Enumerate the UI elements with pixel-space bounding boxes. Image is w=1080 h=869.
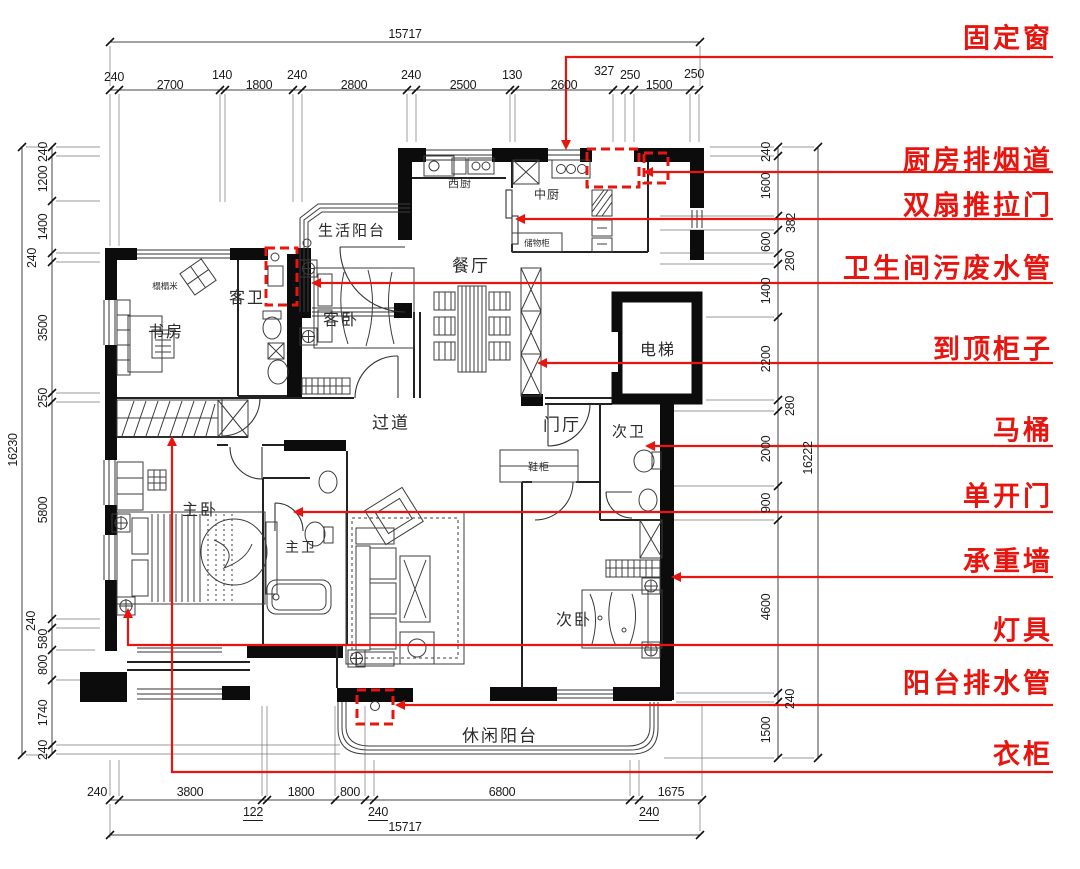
- dim-left-3: 240: [25, 248, 39, 268]
- dim-right-2: 382: [784, 213, 798, 233]
- dim-top-9: 2600: [550, 78, 578, 92]
- annotation-double-sliding-door: 双扇推拉门: [903, 190, 1053, 221]
- dim-left-9: 800: [36, 655, 50, 675]
- dim-top-7: 2500: [449, 78, 477, 92]
- dim-top-8: 130: [502, 68, 522, 82]
- red-dashed-markers: [264, 147, 670, 726]
- room-label-master-bedroom: 主卧: [181, 502, 219, 519]
- dim-left-0: 240: [36, 142, 50, 162]
- annotation-single-door: 单开门: [963, 481, 1053, 512]
- dim-bottom-0: 240: [87, 785, 107, 799]
- furniture: [111, 155, 703, 755]
- dim-bottom-overall: 15717: [388, 820, 422, 834]
- dim-left-overall: 16230: [6, 433, 20, 467]
- dim-right-10: 4600: [759, 593, 773, 621]
- room-label-second-bedroom: 次卧: [555, 612, 593, 629]
- dim-top-overall: 15717: [388, 27, 422, 41]
- windows: [101, 149, 703, 700]
- dim-right-9: 900: [759, 493, 773, 513]
- dim-left-6: 5800: [36, 496, 50, 524]
- room-label-chinese-kitchen: 中厨: [533, 187, 561, 202]
- dim-right-7: 280: [783, 396, 797, 416]
- dim-left-5: 250: [36, 388, 50, 408]
- room-label-second-bath: 次卫: [611, 423, 647, 441]
- red-leader-lines: [126, 55, 1053, 774]
- dim-right-3: 600: [759, 232, 773, 252]
- annotation-light-fixture: 灯具: [993, 615, 1053, 646]
- dim-bottom-3: 1800: [287, 785, 315, 799]
- room-label-entry-hall: 门厅: [543, 415, 581, 435]
- annotation-fixed-window: 固定窗: [963, 23, 1053, 54]
- dim-top-3: 1800: [245, 78, 273, 92]
- dim-bottom-7: 240: [639, 805, 659, 821]
- dim-bottom-6: 6800: [488, 785, 516, 799]
- red-arrowheads: [123, 140, 681, 710]
- dim-top-5: 2800: [340, 78, 368, 92]
- annotation-wardrobe: 衣柜: [993, 739, 1053, 770]
- dimension-lines: [17, 37, 823, 840]
- dim-left-8: 580: [36, 629, 50, 649]
- room-label-shoe-cabinet: 鞋柜: [528, 462, 550, 474]
- annotation-load-bearing-wall: 承重墙: [963, 546, 1053, 577]
- room-label-guest-bedroom: 客卧: [322, 312, 360, 329]
- dim-top-1: 2700: [156, 78, 184, 92]
- room-label-corridor: 过道: [372, 413, 410, 433]
- dim-top-13: 250: [684, 67, 704, 81]
- dim-right-1: 1600: [759, 172, 773, 200]
- exterior-walls: [80, 148, 704, 702]
- dim-top-6: 240: [401, 68, 421, 82]
- dim-left-10: 1740: [36, 699, 50, 727]
- dim-right-6: 2200: [759, 345, 773, 373]
- dim-left-11: 240: [36, 740, 50, 760]
- dim-left-7: 240: [24, 611, 38, 631]
- dim-bottom-5: 240: [368, 805, 388, 821]
- dim-top-10: 327: [594, 64, 614, 78]
- dim-bottom-1: 3800: [176, 785, 204, 799]
- dim-bottom-2: 122: [243, 805, 263, 821]
- room-label-west-kitchen: 西厨: [448, 178, 472, 190]
- dim-bottom-8: 1675: [657, 785, 685, 799]
- room-label-leisure-balcony: 休闲阳台: [462, 726, 538, 746]
- dim-top-12: 1500: [645, 78, 673, 92]
- doors: [221, 189, 633, 532]
- dim-right-11: 240: [783, 689, 797, 709]
- dim-left-1: 1200: [36, 165, 50, 193]
- dim-right-4: 280: [783, 251, 797, 271]
- room-label-master-bath: 主卫: [285, 539, 317, 555]
- annotation-kitchen-exhaust: 厨房排烟道: [903, 145, 1053, 176]
- dim-top-2: 140: [212, 68, 232, 82]
- dim-top-0: 240: [104, 70, 124, 84]
- annotation-bath-waste-pipes: 卫生间污废水管: [843, 253, 1053, 284]
- dim-right-5: 1400: [759, 277, 773, 305]
- annotation-ceiling-cabinet: 到顶柜子: [933, 334, 1053, 365]
- dim-right-overall: 16222: [801, 441, 815, 475]
- room-label-tatami: 榻榻米: [152, 281, 178, 291]
- room-label-service-balcony: 生活阳台: [317, 222, 387, 240]
- dim-right-12: 1500: [759, 716, 773, 744]
- dim-left-4: 3500: [36, 314, 50, 342]
- dim-top-4: 240: [287, 68, 307, 82]
- annotation-balcony-drain-pipe: 阳台排水管: [903, 668, 1053, 699]
- dim-top-11: 250: [620, 68, 640, 82]
- dim-right-0: 240: [759, 142, 773, 162]
- room-label-elevator: 电梯: [639, 342, 677, 359]
- dim-left-2: 1400: [36, 213, 50, 241]
- room-label-guest-bath: 客卫: [228, 290, 266, 307]
- annotation-toilet: 马桶: [993, 415, 1053, 446]
- balcony-drain: [370, 701, 380, 711]
- dim-bottom-4: 800: [340, 785, 360, 799]
- room-label-study: 书房: [147, 324, 185, 341]
- room-label-storage-cabinet: 储物柜: [524, 238, 550, 248]
- dim-right-8: 2000: [759, 435, 773, 463]
- room-label-dining: 餐厅: [452, 256, 490, 276]
